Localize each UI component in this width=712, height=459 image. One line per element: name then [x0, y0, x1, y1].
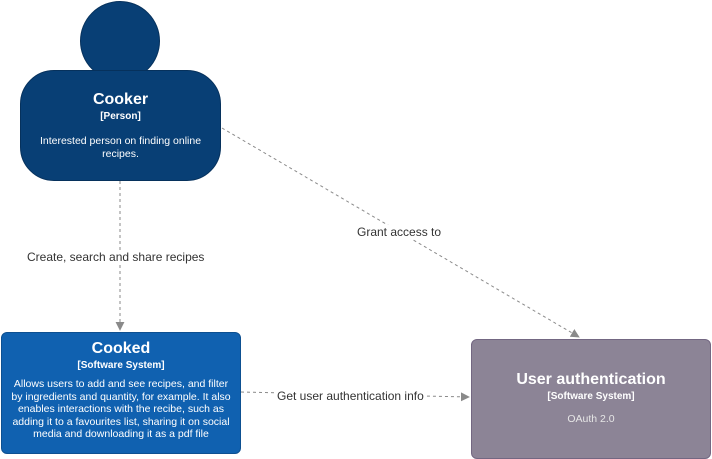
- edge-label-create-search-share: Create, search and share recipes: [26, 250, 206, 264]
- cooked-title: Cooked: [91, 340, 151, 357]
- auth-title: User authentication: [516, 371, 666, 388]
- edge-label-grant-access: Grant access to: [356, 225, 443, 239]
- person-title: Cooker: [92, 91, 149, 108]
- edge-label-get-auth-info: Get user authentication info: [276, 389, 425, 403]
- cooked-stereotype: [Software System]: [77, 360, 165, 371]
- person-description: Interested person on finding online reci…: [39, 135, 202, 160]
- person-stereotype: [Person]: [100, 111, 141, 122]
- cooked-description: Allows users to add and see recipes, and…: [11, 378, 231, 440]
- person-head-shape: [80, 1, 160, 81]
- system-user-authentication-node[interactable]: User authentication [Software System] OA…: [471, 339, 711, 459]
- auth-description: OAuth 2.0: [567, 413, 615, 425]
- auth-stereotype: [Software System]: [547, 391, 635, 402]
- system-cooked-node[interactable]: Cooked [Software System] Allows users to…: [1, 332, 241, 454]
- person-cooker-node[interactable]: Cooker [Person] Interested person on fin…: [20, 70, 221, 181]
